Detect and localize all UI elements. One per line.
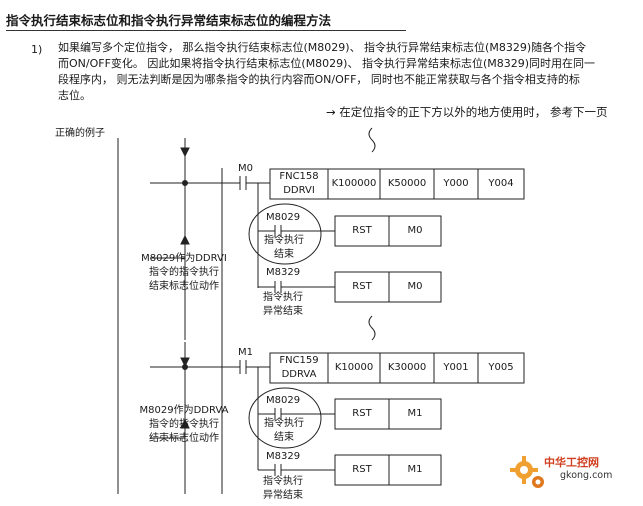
desc-line: 结束标志位动作	[149, 281, 219, 292]
note-line: 异常结束	[263, 490, 303, 501]
gear-icon	[510, 456, 544, 488]
rung1-rst-dev-2: M0	[407, 281, 423, 292]
rung2-err-contact: M8329	[266, 451, 301, 462]
section-title: 指令执行结束标志位和指令执行异常结束标志位的编程方法	[6, 13, 332, 28]
rung2-rst-dev: M1	[407, 408, 423, 419]
paragraph-number: 1)	[31, 43, 43, 56]
instr-name: DDRVI	[283, 185, 315, 196]
rung2-arg: K10000	[334, 362, 374, 373]
note-line: 指令执行	[263, 292, 303, 303]
rung2-rst-dev-2: M1	[407, 464, 423, 475]
rung1-rst-op-2: RST	[352, 281, 372, 292]
note-line: 结束	[274, 249, 294, 260]
rung1-err-contact: M8329	[266, 267, 301, 278]
example-label: 正确的例子	[55, 128, 105, 139]
rung2-instruction: FNC159 DDRVA	[270, 354, 328, 382]
paragraph-line: 如果编写多个定位指令， 那么指令执行结束标志位(M8029)、 指令执行异常结束…	[58, 41, 587, 54]
rung2-arg: K30000	[387, 362, 427, 373]
instr-code: FNC159	[279, 355, 319, 366]
desc-line: 指令的指令执行	[149, 267, 219, 278]
rung1-rst-op: RST	[352, 225, 372, 236]
instr-name: DDRVA	[281, 369, 317, 380]
paragraph-text: 如果编写多个定位指令， 那么指令执行结束标志位(M8029)、 指令执行异常结束…	[58, 40, 636, 104]
rung1-err-note: 指令执行 异常结束	[252, 291, 314, 319]
rung1-done-contact: M8029	[266, 212, 301, 223]
rung2-arg: Y001	[443, 362, 469, 373]
rung1-arg: Y000	[443, 178, 469, 189]
watermark-url: gkong.com	[560, 470, 613, 481]
title-underline	[6, 30, 406, 31]
rung2-done-contact: M8029	[266, 395, 301, 406]
note-line: 指令执行	[264, 235, 304, 246]
watermark: 中华工控网 gkong.com	[506, 448, 642, 498]
rung2-arg: Y005	[488, 362, 514, 373]
note-line: 异常结束	[263, 306, 303, 317]
desc-line: 结束标志位动作	[149, 433, 219, 444]
rung2-done-note: 指令执行 结束	[258, 417, 310, 445]
rung1-arg: K50000	[387, 178, 427, 189]
rung1-instruction: FNC158 DDRVI	[270, 170, 328, 198]
paragraph-line: 志位。	[58, 89, 91, 102]
rung2-contact-label: M1	[238, 347, 253, 358]
paragraph-line: 而ON/OFF变化。 因此如果将指令执行结束标志位(M8029)、 指令执行异常…	[58, 57, 596, 70]
rung2-err-note: 指令执行 异常结束	[252, 475, 314, 503]
rung1-contact-label: M0	[238, 163, 253, 174]
desc-line: M8029作为DDRVI	[141, 253, 227, 264]
lower-flag-description: M8029作为DDRVA 指令的指令执行 结束标志位动作	[130, 404, 238, 446]
instr-code: FNC158	[279, 171, 319, 182]
rung1-done-note: 指令执行 结束	[258, 234, 310, 262]
upper-flag-description: M8029作为DDRVI 指令的指令执行 结束标志位动作	[130, 252, 238, 294]
rung1-arg: K100000	[331, 178, 377, 189]
desc-line: 指令的指令执行	[149, 419, 219, 430]
rung1-rst-dev: M0	[407, 225, 423, 236]
watermark-brand: 中华工控网	[544, 456, 599, 469]
note-line: 结束	[274, 432, 294, 443]
desc-line: M8029作为DDRVA	[139, 405, 229, 416]
reference-note: → 在定位指令的正下方以外的地方使用时， 参考下一页	[326, 105, 608, 119]
rung2-rst-op-2: RST	[352, 464, 372, 475]
rung2-rst-op: RST	[352, 408, 372, 419]
note-line: 指令执行	[264, 418, 304, 429]
note-line: 指令执行	[263, 476, 303, 487]
rung1-arg: Y004	[488, 178, 514, 189]
paragraph-line: 段程序内， 则无法判断是因为哪条指令的执行内容而ON/OFF， 同时也不能正常获…	[58, 73, 580, 86]
